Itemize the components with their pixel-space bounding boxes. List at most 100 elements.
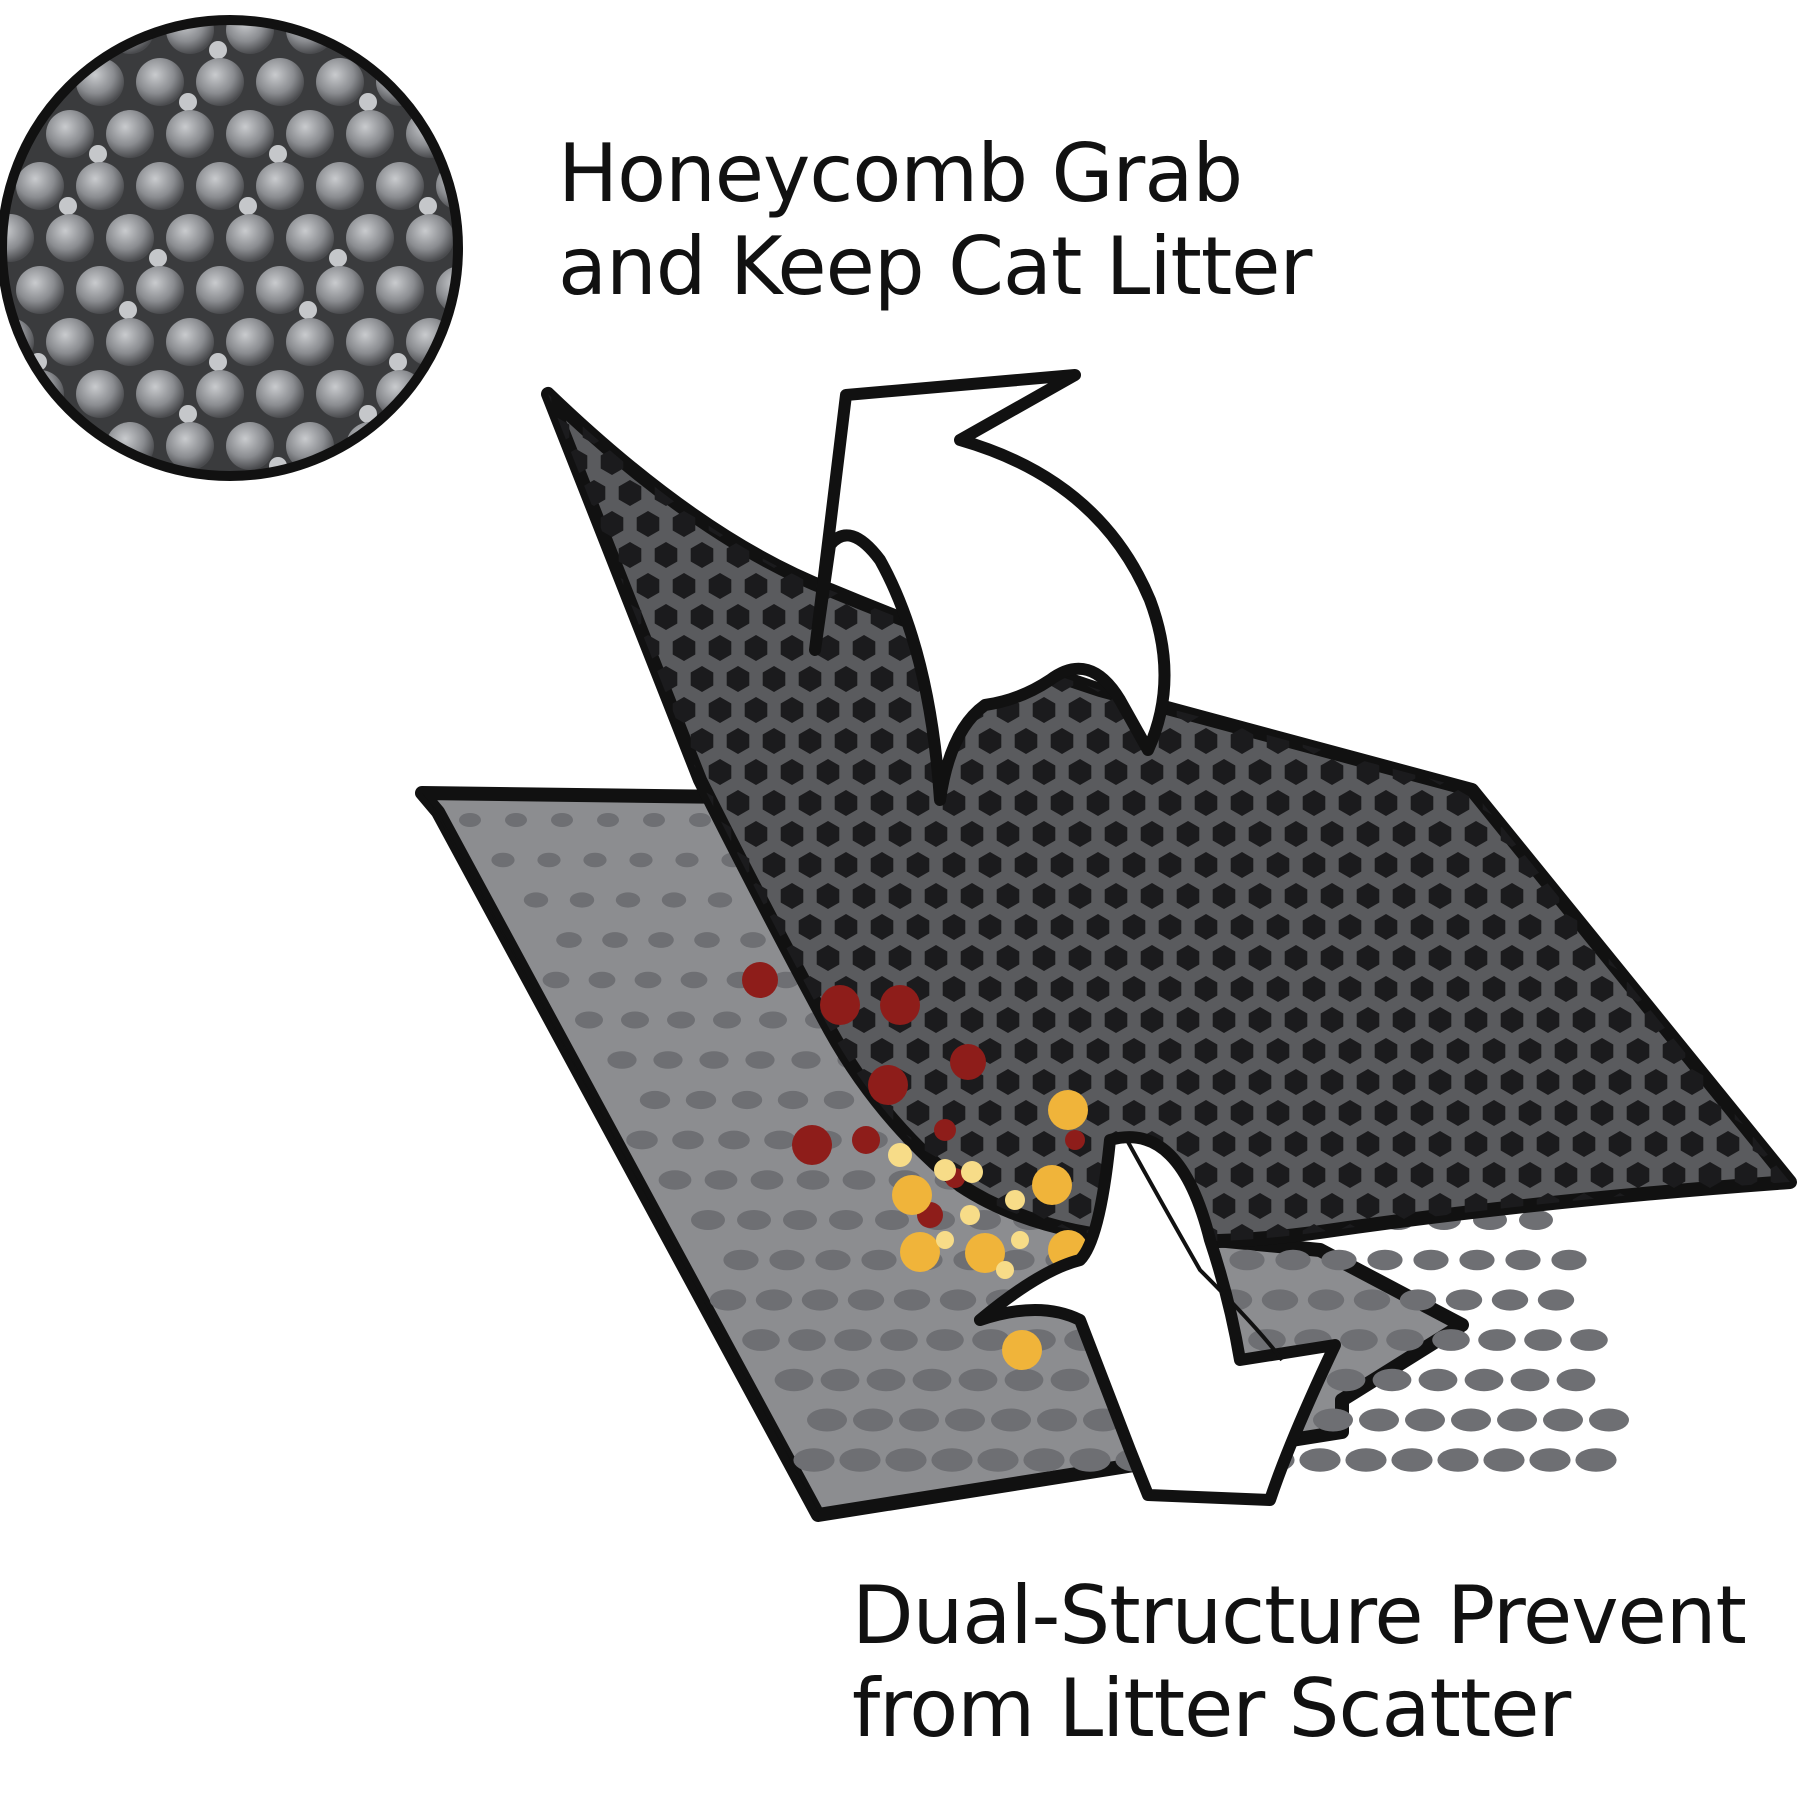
hex-cell (1158, 1100, 1182, 1126)
hex-cell (906, 914, 930, 940)
closeup-ball (16, 266, 64, 314)
hex-cell (1176, 511, 1200, 537)
hex-cell (637, 1255, 660, 1281)
bottom-dot (1543, 1408, 1583, 1432)
hex-cell (1446, 1100, 1470, 1126)
hex-cell (1194, 418, 1218, 444)
hex-cell (1014, 418, 1038, 444)
hex-cell (548, 604, 570, 630)
hex-cell (1464, 821, 1488, 847)
bottom-dot (643, 813, 665, 827)
hex-cell (1500, 1069, 1524, 1095)
hex-cell (726, 480, 750, 506)
hex-cell (1050, 790, 1074, 816)
hex-cell (1770, 666, 1790, 692)
closeup-litter-grain (179, 405, 197, 423)
hex-cell (1338, 1038, 1362, 1064)
bottom-dot (653, 1051, 683, 1069)
hex-cell (1788, 759, 1790, 785)
hex-cell (1464, 394, 1488, 413)
bottom-dot (1367, 1249, 1403, 1271)
hex-cell (852, 945, 876, 971)
bottom-dot (834, 1329, 872, 1351)
hex-cell (1662, 914, 1686, 940)
hex-cell (1194, 1038, 1218, 1064)
hex-cell (1554, 604, 1578, 630)
hex-cell (1536, 635, 1560, 661)
litter-red-particle (950, 1044, 986, 1080)
hex-cell (1717, 1255, 1740, 1281)
hex-cell (1374, 604, 1398, 630)
hex-cell (1320, 635, 1344, 661)
hex-cell (1122, 418, 1146, 444)
hex-cell (1518, 1038, 1542, 1064)
hex-cell (1482, 852, 1506, 878)
hex-cell (1735, 1286, 1758, 1312)
closeup-ball (76, 266, 124, 314)
hex-cell (1789, 1255, 1800, 1281)
hex-cell (1752, 1193, 1776, 1219)
hex-cell (618, 1224, 642, 1242)
hex-cell (1014, 1038, 1038, 1064)
bottom-dot (1478, 1329, 1516, 1351)
hex-cell (834, 542, 858, 568)
hex-cell (1374, 1162, 1398, 1188)
hex-cell (1590, 852, 1614, 878)
hex-cell (1176, 883, 1200, 909)
hex-cell (744, 821, 768, 847)
hex-cell (1302, 976, 1326, 1002)
bottom-dot (1556, 1368, 1596, 1392)
caption-bottom-line1: Dual-Structure Prevent (852, 1569, 1747, 1662)
hex-cell (1788, 1193, 1790, 1219)
bottom-dot (774, 1368, 814, 1392)
hex-cell (1374, 480, 1398, 506)
hex-cell (1446, 542, 1470, 568)
bottom-dot (648, 932, 674, 948)
hex-cell (1572, 1069, 1596, 1095)
closeup-ball (496, 266, 544, 314)
hex-cell (1374, 542, 1398, 568)
hex-cell (1338, 1100, 1362, 1126)
hex-cell (1770, 914, 1790, 940)
hex-cell (1302, 790, 1326, 816)
closeup-ball (16, 162, 64, 210)
hex-cell (1662, 1224, 1686, 1242)
bottom-dot (523, 892, 549, 908)
hex-cell (708, 759, 732, 785)
hex-cell (888, 759, 912, 785)
hex-cell (744, 635, 768, 661)
hex-cell (1410, 852, 1434, 878)
bottom-dot (675, 852, 699, 868)
hex-cell (1194, 852, 1218, 878)
hex-cell (1248, 394, 1272, 413)
hex-cell (1068, 1007, 1092, 1033)
hex-cell (708, 449, 732, 475)
hex-cell (1788, 394, 1790, 413)
hex-cell (1608, 1007, 1632, 1033)
bottom-dot (823, 1090, 855, 1110)
hex-cell (1788, 449, 1790, 475)
bottom-dot (1519, 1210, 1553, 1230)
caption-top-line2: and Keep Cat Litter (558, 219, 1312, 313)
hex-cell (1698, 1100, 1722, 1126)
hex-cell (1716, 821, 1740, 847)
bottom-dot (1445, 1289, 1483, 1311)
hex-cell (1446, 418, 1470, 444)
hex-cell (1716, 1193, 1740, 1219)
bottom-dot (1069, 1448, 1111, 1472)
hex-cell (1248, 945, 1272, 971)
bottom-dot (709, 1289, 747, 1311)
closeup-litter-grain (359, 93, 377, 111)
hex-cell (1176, 573, 1200, 599)
hex-cell (1716, 635, 1740, 661)
hex-cell (888, 945, 912, 971)
hex-cell (1446, 1038, 1470, 1064)
hex-cell (1158, 480, 1182, 506)
closeup-ball (256, 162, 304, 210)
closeup-litter-grain (449, 145, 458, 163)
hex-cell (1176, 1131, 1200, 1157)
hex-cell (1464, 573, 1488, 599)
hex-cell (1716, 1131, 1740, 1157)
bottom-dot (1261, 1289, 1299, 1311)
closeup-litter-grain (389, 353, 407, 371)
